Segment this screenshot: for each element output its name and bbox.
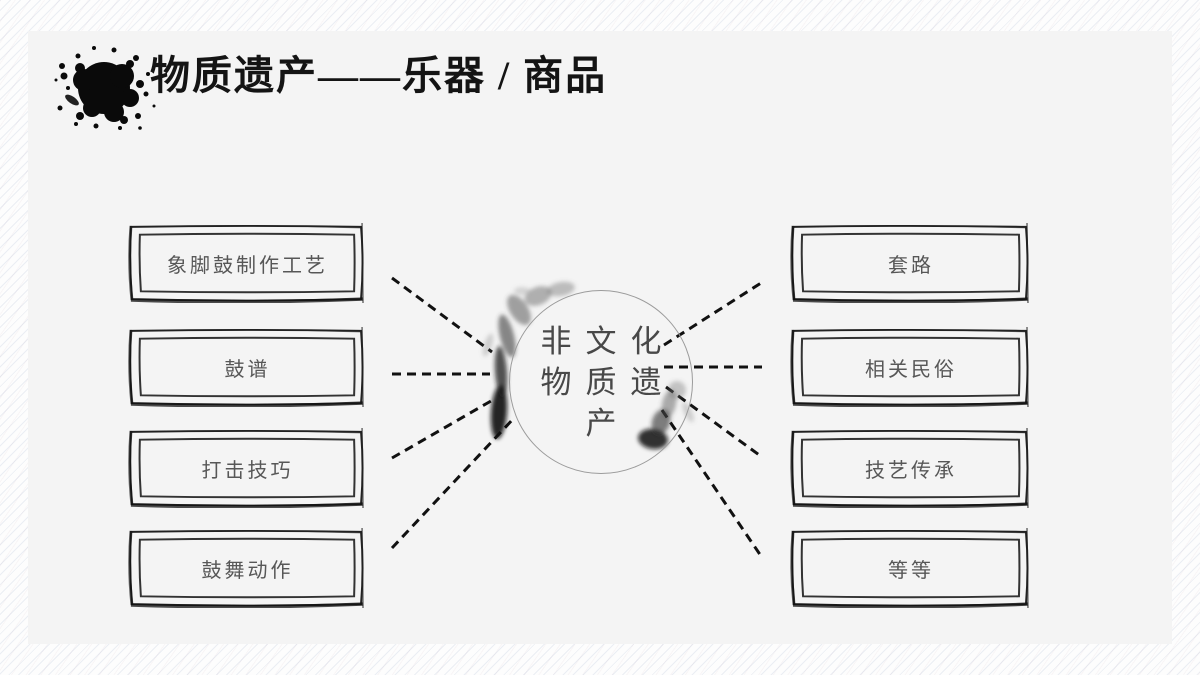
center-label-line-1: 非文化 <box>540 323 676 359</box>
node-label: 鼓谱 <box>224 358 271 381</box>
node-label: 打击技巧 <box>201 459 294 482</box>
node-label: 技艺传承 <box>865 459 957 482</box>
node-box-right-4: 等等 <box>787 528 1032 608</box>
node-label: 套路 <box>888 254 934 277</box>
node-box-left-4: 鼓舞动作 <box>125 528 367 608</box>
center-label-line-3: 产 <box>585 405 631 441</box>
node-box-right-3: 技艺传承 <box>787 428 1032 508</box>
node-label: 相关民俗 <box>865 358 957 381</box>
center-circle: 非文化 物质遗 产 <box>509 290 693 474</box>
node-box-left-2: 鼓谱 <box>125 327 367 407</box>
node-box-right-2: 相关民俗 <box>787 327 1032 407</box>
node-label: 等等 <box>888 559 934 582</box>
slide-title: 物质遗产——乐器 / 商品 <box>150 53 608 98</box>
center-label: 非文化 物质遗 产 <box>527 321 676 444</box>
ink-splat-icon <box>54 46 160 130</box>
node-box-left-3: 打击技巧 <box>125 428 367 508</box>
node-box-right-1: 套路 <box>787 223 1032 303</box>
center-label-line-2: 物质遗 <box>540 364 676 400</box>
node-label: 象脚鼓制作工艺 <box>167 254 328 277</box>
node-label: 鼓舞动作 <box>201 559 294 582</box>
node-box-left-1: 象脚鼓制作工艺 <box>125 223 367 303</box>
